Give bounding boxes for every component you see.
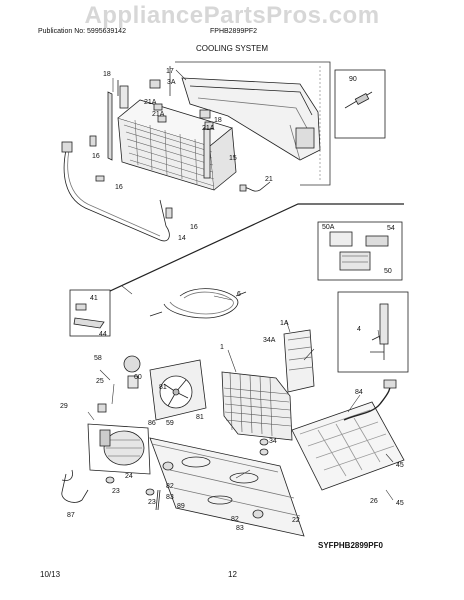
callout-34a: 34A	[263, 337, 276, 344]
callout-83: 83	[166, 494, 174, 501]
callout-23: 23	[112, 488, 120, 495]
callout-18: 18	[103, 71, 111, 78]
callout-24: 24	[125, 473, 133, 480]
callout-41: 41	[90, 295, 98, 302]
callout-81: 81	[159, 384, 167, 391]
compressor-mounting-base	[149, 437, 305, 537]
callout-89: 89	[177, 503, 185, 510]
model-number: FPHB2899PF2	[210, 28, 258, 35]
callout-22: 22	[292, 517, 300, 524]
callout-21a: 21A	[152, 111, 165, 118]
callout-90: 90	[349, 76, 357, 83]
publication-number: Publication No: 5995639142	[38, 28, 126, 35]
evaporator-coil	[117, 99, 237, 191]
compressor	[99, 429, 145, 466]
callout-16: 16	[115, 184, 123, 191]
diagram-code: SYFPHB2899PF0	[318, 541, 383, 550]
callout-50: 50	[384, 268, 392, 275]
callout-21a: 21A	[144, 99, 157, 106]
callout-50a: 50A	[322, 224, 335, 231]
callout-15: 15	[229, 155, 237, 162]
callout-6: 6	[237, 291, 241, 298]
callout-86: 86	[148, 420, 156, 427]
page-number: 12	[228, 570, 237, 579]
callout-16: 16	[92, 153, 100, 160]
callout-81: 81	[196, 414, 204, 421]
callout-14: 14	[178, 235, 186, 242]
drain-pan	[291, 401, 405, 491]
callout-29: 29	[60, 403, 68, 410]
callout-60: 60	[134, 374, 142, 381]
callout-21: 21	[265, 176, 273, 183]
callout-45: 45	[396, 462, 404, 469]
callout-3a: 3A	[167, 79, 176, 86]
callout-44: 44	[99, 331, 107, 338]
callout-4: 4	[357, 326, 361, 333]
callout-34: 34	[269, 438, 277, 445]
watermark: AppliancePartsPros.com	[84, 2, 380, 29]
callout-26: 26	[370, 498, 378, 505]
callout-87: 87	[67, 512, 75, 519]
callout-16: 16	[190, 224, 198, 231]
callout-23: 23	[148, 499, 156, 506]
callout-21a: 21A	[202, 125, 215, 132]
callout-45: 45	[396, 500, 404, 507]
callout-84: 84	[355, 389, 363, 396]
section-title: COOLING SYSTEM	[195, 44, 268, 53]
callout-83: 83	[236, 525, 244, 532]
callout-1: 1	[220, 344, 224, 351]
callout-54: 54	[387, 225, 395, 232]
condenser-coil	[221, 371, 293, 441]
callout-82: 82	[166, 483, 174, 490]
callout-82: 82	[231, 516, 239, 523]
footer-date: 10/13	[40, 570, 61, 579]
callout-25: 25	[96, 378, 104, 385]
callout-1a: 1A	[280, 320, 289, 327]
callout-58: 58	[94, 355, 102, 362]
callout-18: 18	[214, 117, 222, 124]
callout-59: 59	[166, 420, 174, 427]
callout-17: 17	[166, 68, 174, 75]
